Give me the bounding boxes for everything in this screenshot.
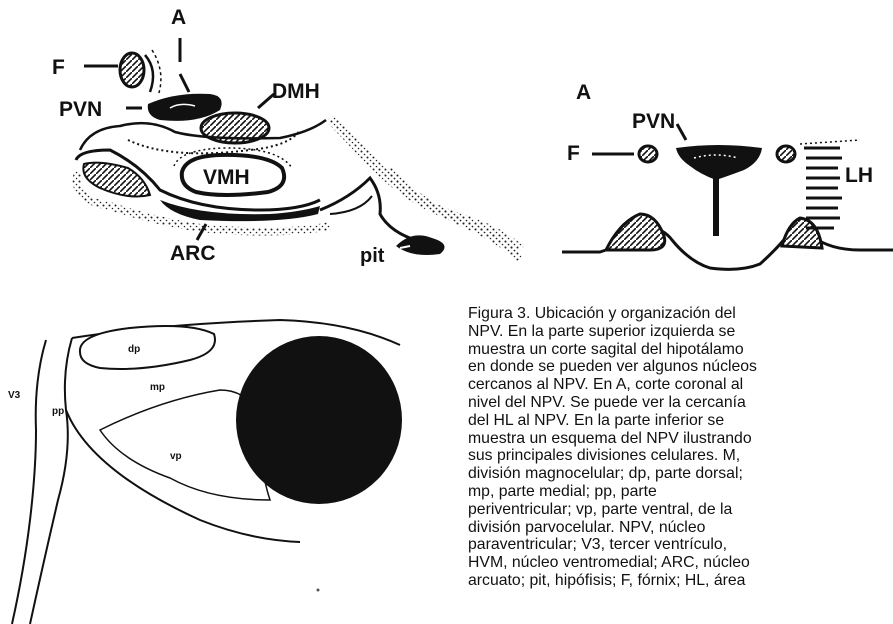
schema-label-pp: pp bbox=[52, 406, 64, 417]
sagittal-section: A F PVN DMH VMH ARC pit bbox=[52, 6, 520, 267]
magnocellular-region bbox=[236, 336, 402, 504]
coronal-pvn-pointer bbox=[677, 124, 686, 140]
coronal-section: A PVN F LH bbox=[562, 81, 893, 269]
schema-label-mp: mp bbox=[150, 382, 165, 393]
caption-line: división parvocelular. NPV, núcleo bbox=[468, 519, 882, 537]
ventricle-wall-left bbox=[12, 340, 46, 624]
ventricle-wall-pp bbox=[30, 338, 72, 624]
caption-line: muestra un corte sagital del hipotálamo bbox=[468, 341, 882, 359]
fornix-f bbox=[120, 53, 144, 87]
dp-region bbox=[80, 326, 215, 369]
pit-stalk-inner bbox=[330, 196, 372, 214]
label-dmh: DMH bbox=[272, 80, 320, 103]
caption-line: sus principales divisiones celulares. M, bbox=[468, 447, 882, 465]
caption-line: cercanos al NPV. En A, corte coronal al bbox=[468, 376, 882, 394]
caption-line: Figura 3. Ubicación y organización del bbox=[468, 305, 882, 323]
npv-schema: V3 pp dp mp vp bbox=[8, 320, 402, 624]
caption-line: paraventricular; V3, tercer ventrículo, bbox=[468, 536, 882, 554]
coronal-fornix-right bbox=[777, 146, 795, 162]
label-pvn: PVN bbox=[59, 98, 102, 121]
coronal-right-lobe bbox=[782, 218, 822, 248]
coronal-label-a: A bbox=[576, 81, 591, 104]
pit-stalk bbox=[320, 178, 430, 244]
sagittal-label-a: A bbox=[171, 6, 186, 29]
caption-line: en donde se pueden ver algunos núcleos bbox=[468, 358, 882, 376]
figure-caption: Figura 3. Ubicación y organización del N… bbox=[468, 305, 882, 590]
schema-label-v3: V3 bbox=[8, 390, 21, 401]
caption-line: muestra un esquema del NPV ilustrando bbox=[468, 430, 882, 448]
coronal-pvn bbox=[676, 145, 762, 180]
stray-dot bbox=[317, 589, 320, 592]
coronal-left-lobe bbox=[606, 214, 665, 250]
caption-line: NPV. En la parte superior izquierda se bbox=[468, 323, 882, 341]
caption-line: del HL al NPV. En la parte inferior se bbox=[468, 412, 882, 430]
coronal-label-f: F bbox=[567, 142, 580, 165]
schema-label-vp: vp bbox=[170, 451, 182, 462]
schema-label-dp: dp bbox=[128, 344, 140, 355]
stipple-right-border bbox=[330, 118, 520, 250]
caption-line: nivel del NPV. Se puede ver la cercanía bbox=[468, 394, 882, 412]
pituitary-gland bbox=[396, 235, 445, 255]
lateral-hypothalamus-hatch bbox=[804, 148, 842, 228]
caption-line: HVM, núcleo ventromedial; ARC, núcleo bbox=[468, 554, 882, 572]
coronal-label-pvn: PVN bbox=[632, 110, 675, 133]
label-lh: LH bbox=[845, 164, 873, 187]
a-pointer-arrow bbox=[180, 74, 189, 92]
label-f: F bbox=[52, 56, 65, 79]
caption-line: periventricular; vp, parte ventral, de l… bbox=[468, 501, 882, 519]
label-pit: pit bbox=[360, 245, 385, 267]
caption-line: mp, parte medial; pp, parte bbox=[468, 483, 882, 501]
lh-dotted-top bbox=[800, 140, 860, 144]
label-vmh: VMH bbox=[203, 166, 250, 189]
fornix-arc-outer bbox=[145, 55, 153, 92]
caption-line: arcuato; pit, hipófisis; F, fórnix; HL, … bbox=[468, 572, 882, 590]
caption-line: división magnocelular; dp, parte dorsal; bbox=[468, 465, 882, 483]
coronal-fornix-left bbox=[639, 146, 657, 162]
label-arc: ARC bbox=[170, 242, 216, 265]
